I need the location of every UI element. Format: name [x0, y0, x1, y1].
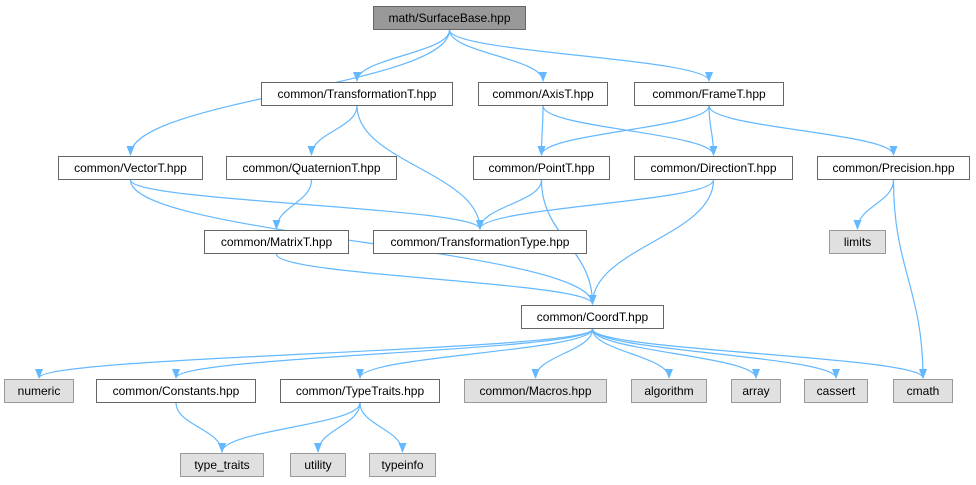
edge-direction-to-coord — [588, 179, 715, 305]
edge-precision-to-cmath — [892, 179, 927, 379]
edge-precision-to-limits — [853, 179, 895, 230]
node-numeric: numeric — [4, 379, 74, 403]
edge-surface-to-transformation — [353, 29, 451, 82]
node-limits: limits — [829, 230, 886, 254]
node-constants[interactable]: common/Constants.hpp — [96, 379, 256, 403]
edge-coord-to-typetraits — [356, 328, 594, 379]
node-axist[interactable]: common/AxisT.hpp — [478, 82, 608, 106]
node-transformationt[interactable]: common/TransformationT.hpp — [261, 82, 453, 106]
edge-typetraits-to-type_traits — [218, 402, 361, 453]
node-cassert: cassert — [804, 379, 868, 403]
node-type-traits: type_traits — [180, 453, 264, 477]
node-macros: common/Macros.hpp — [464, 379, 607, 403]
node-typetraits[interactable]: common/TypeTraits.hpp — [280, 379, 440, 403]
edge-transformation-to-ttype — [356, 105, 484, 230]
node-matrixt[interactable]: common/MatrixT.hpp — [204, 230, 349, 254]
edge-coord-to-numeric — [35, 328, 594, 379]
edge-direction-to-ttype — [476, 179, 715, 230]
node-precision[interactable]: common/Precision.hpp — [817, 156, 970, 180]
node-utility: utility — [290, 453, 346, 477]
edge-matrix-to-coord — [275, 253, 597, 305]
edge-typetraits-to-typeinfo — [359, 402, 407, 453]
edge-frame-to-point — [537, 105, 710, 156]
node-array: array — [731, 379, 781, 403]
edge-surface-to-frame — [448, 29, 713, 82]
edge-frame-to-direction — [708, 105, 718, 156]
edge-constants-to-type_traits — [175, 402, 226, 453]
edge-layer — [35, 29, 927, 453]
node-typeinfo: typeinfo — [369, 453, 436, 477]
node-surfacebase: math/SurfaceBase.hpp — [373, 6, 526, 30]
edge-coord-to-cmath — [591, 328, 927, 379]
node-cmath: cmath — [893, 379, 953, 403]
edge-transformation-to-quaternion — [307, 105, 358, 156]
edge-vector-to-ttype — [129, 179, 484, 230]
edge-axis-to-point — [537, 105, 546, 156]
node-coordt[interactable]: common/CoordT.hpp — [521, 305, 664, 329]
edge-typetraits-to-utility — [314, 402, 361, 453]
edge-frame-to-precision — [708, 105, 898, 156]
edge-vector-to-coord — [129, 179, 597, 305]
node-framet[interactable]: common/FrameT.hpp — [634, 82, 784, 106]
edge-coord-to-cassert — [591, 328, 840, 379]
node-algorithm: algorithm — [631, 379, 707, 403]
edge-surface-to-axis — [448, 29, 547, 82]
node-directiont[interactable]: common/DirectionT.hpp — [634, 156, 793, 180]
node-vectort[interactable]: common/VectorT.hpp — [58, 156, 203, 180]
edge-coord-to-constants — [172, 328, 594, 379]
edge-coord-to-algorithm — [591, 328, 673, 379]
node-quaterniont[interactable]: common/QuaternionT.hpp — [226, 156, 397, 180]
node-transformationtype[interactable]: common/TransformationType.hpp — [373, 230, 587, 254]
edge-quaternion-to-matrix — [272, 179, 313, 230]
node-pointt[interactable]: common/PointT.hpp — [473, 156, 610, 180]
edge-coord-to-array — [591, 328, 760, 379]
edge-coord-to-macros — [531, 328, 594, 379]
